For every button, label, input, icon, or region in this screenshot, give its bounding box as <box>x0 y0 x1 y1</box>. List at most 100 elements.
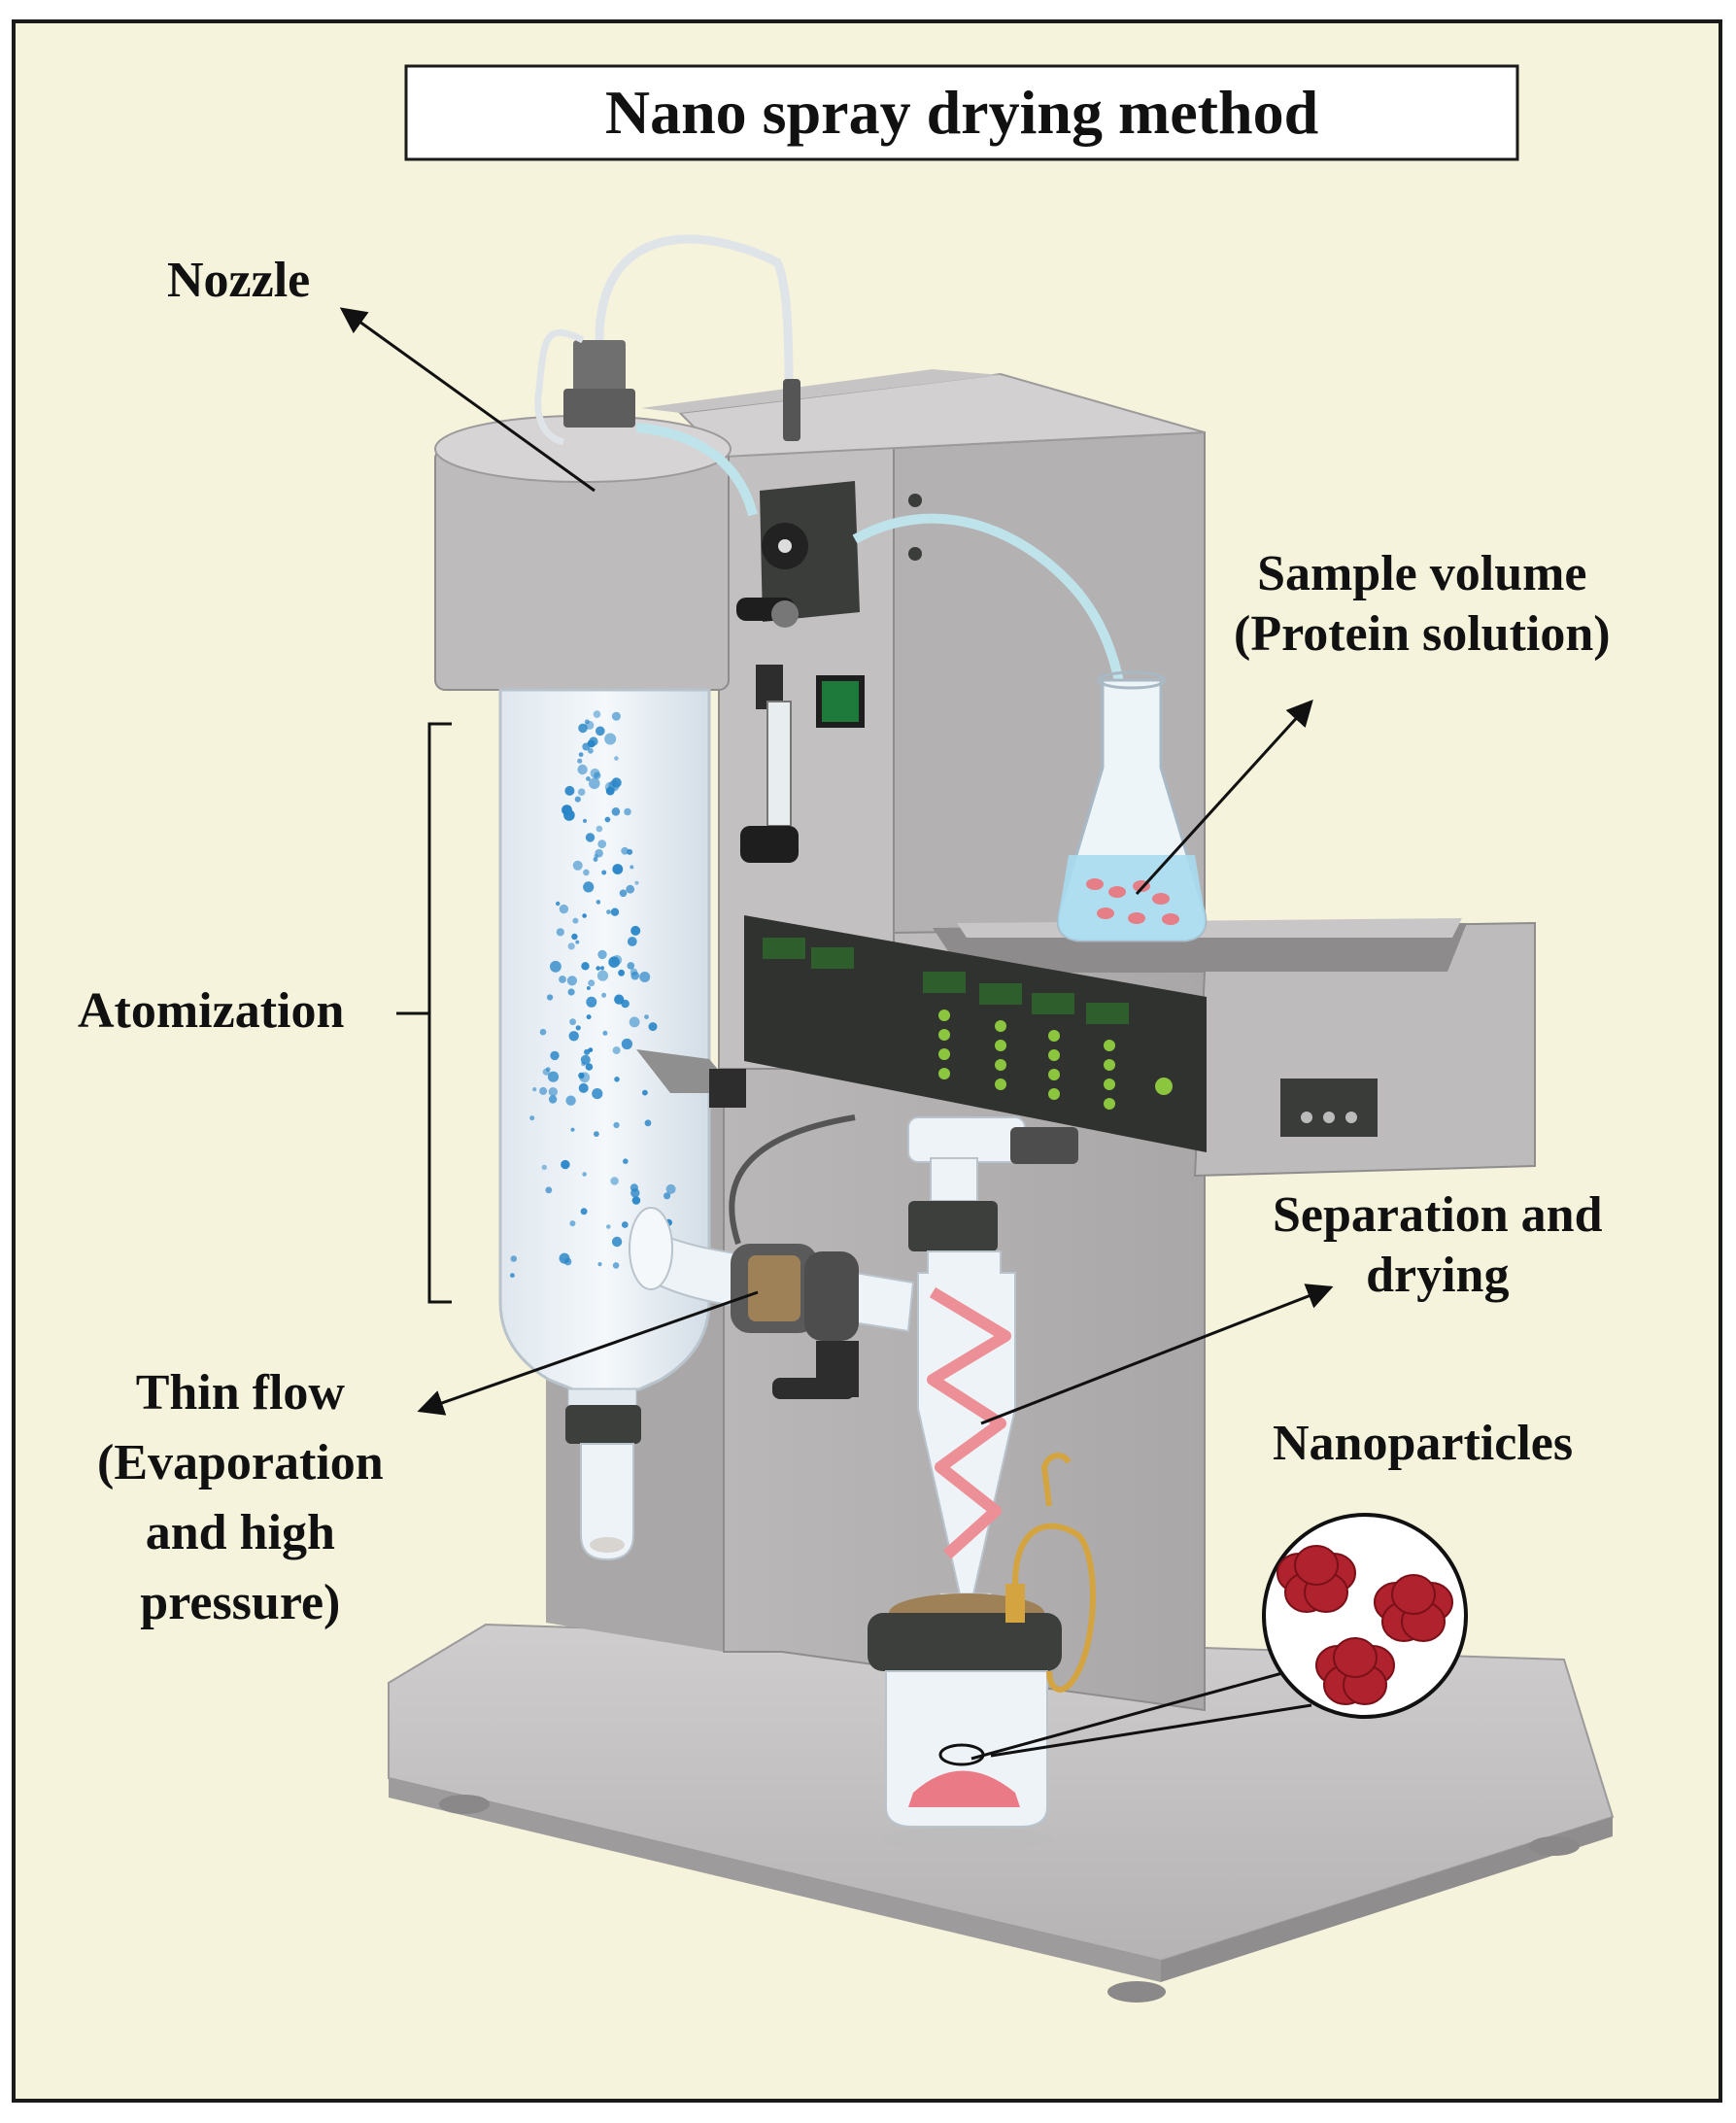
droplet <box>569 1220 576 1227</box>
droplet <box>588 979 596 987</box>
droplet <box>606 1224 611 1229</box>
droplet <box>550 960 562 973</box>
droplet <box>644 1119 652 1127</box>
droplet <box>604 816 611 823</box>
peristaltic-pump <box>635 423 1141 875</box>
droplet <box>634 880 639 885</box>
droplet <box>564 785 575 796</box>
thin-flow-line-4: pressure) <box>140 1575 341 1630</box>
droplet <box>627 937 637 946</box>
droplet <box>556 928 564 937</box>
glass-connector <box>629 1114 915 1399</box>
droplet <box>572 860 583 871</box>
droplet <box>612 1046 621 1054</box>
droplet <box>588 747 594 754</box>
droplet <box>612 1262 620 1269</box>
droplet <box>631 1196 641 1205</box>
droplet <box>586 776 591 781</box>
droplet <box>583 869 590 876</box>
droplet <box>565 1095 576 1106</box>
droplet <box>550 1050 560 1061</box>
droplet <box>642 1089 648 1096</box>
indicator-light <box>938 1010 950 1021</box>
droplet <box>630 865 634 870</box>
droplet <box>623 1158 629 1164</box>
droplet <box>541 1164 547 1171</box>
indicator-light <box>1048 1069 1060 1080</box>
droplet <box>586 1014 592 1020</box>
indicator-light <box>1104 1040 1115 1051</box>
droplet <box>627 848 633 855</box>
droplet <box>586 986 591 990</box>
droplet <box>588 1047 594 1052</box>
droplet <box>578 752 584 757</box>
droplet <box>571 933 578 941</box>
droplet <box>601 992 607 998</box>
droplet <box>578 1082 589 1093</box>
droplet <box>621 1038 633 1050</box>
droplet <box>572 917 579 924</box>
nanoparticle-cluster <box>1276 1545 1453 1705</box>
droplet <box>547 1071 560 1082</box>
droplet <box>596 966 600 971</box>
indicator-light <box>1048 1030 1060 1042</box>
droplet <box>612 954 623 966</box>
droplet <box>545 1067 551 1072</box>
nozzle-arrow <box>339 307 596 493</box>
droplet <box>577 788 586 796</box>
droplet <box>539 1086 548 1095</box>
droplet <box>601 870 607 875</box>
droplet <box>611 711 621 721</box>
droplet <box>630 925 641 936</box>
droplet <box>577 758 583 764</box>
nozzle-label: Nozzle <box>167 253 311 308</box>
droplet <box>596 825 603 833</box>
droplet <box>581 1061 586 1067</box>
droplet <box>548 1095 558 1104</box>
droplet <box>582 913 587 918</box>
droplet <box>597 839 607 849</box>
droplet <box>575 1025 581 1031</box>
magnifier-line-top <box>970 1671 1283 1761</box>
droplet <box>592 1088 603 1100</box>
droplet <box>648 1022 658 1032</box>
nanoparticle-lobe <box>1294 1545 1339 1586</box>
sample-volume-label: Sample volume (Protein solution) <box>1234 544 1611 666</box>
nanoparticle <box>1315 1637 1395 1705</box>
droplet <box>561 1159 570 1170</box>
droplet <box>593 710 601 718</box>
indicator-light <box>1104 1079 1115 1090</box>
droplet <box>574 796 581 803</box>
indicator-light <box>938 1029 950 1041</box>
droplet <box>594 1131 599 1137</box>
droplet <box>581 962 590 971</box>
droplet <box>582 742 591 751</box>
separation-arrow <box>980 1284 1334 1425</box>
droplet <box>585 833 596 842</box>
droplet <box>562 805 572 815</box>
erlenmeyer-flask <box>1056 670 1208 942</box>
protein-solution-line: (Protein solution) <box>1234 606 1611 663</box>
atomization-bracket <box>396 722 452 1304</box>
magnifier-line-bottom <box>990 1703 1312 1758</box>
droplet <box>614 756 619 761</box>
droplet <box>621 999 630 1009</box>
thin-flow-line-1: Thin flow <box>135 1365 345 1421</box>
thin-flow-line-2: (Evaporation <box>97 1435 384 1490</box>
separation-line-2: drying <box>1366 1248 1510 1304</box>
droplet <box>594 854 598 859</box>
droplet <box>611 807 621 816</box>
droplet <box>567 942 575 950</box>
droplet <box>599 966 605 971</box>
nanoparticle <box>1276 1545 1356 1613</box>
droplet <box>627 962 635 970</box>
droplet <box>611 777 622 788</box>
droplet <box>545 1186 553 1194</box>
droplet <box>621 846 630 855</box>
droplet <box>532 1087 537 1092</box>
droplet <box>630 968 638 976</box>
droplet <box>510 1273 515 1278</box>
nanoparticles-label: Nanoparticles <box>1273 1416 1574 1471</box>
droplet <box>577 764 588 775</box>
